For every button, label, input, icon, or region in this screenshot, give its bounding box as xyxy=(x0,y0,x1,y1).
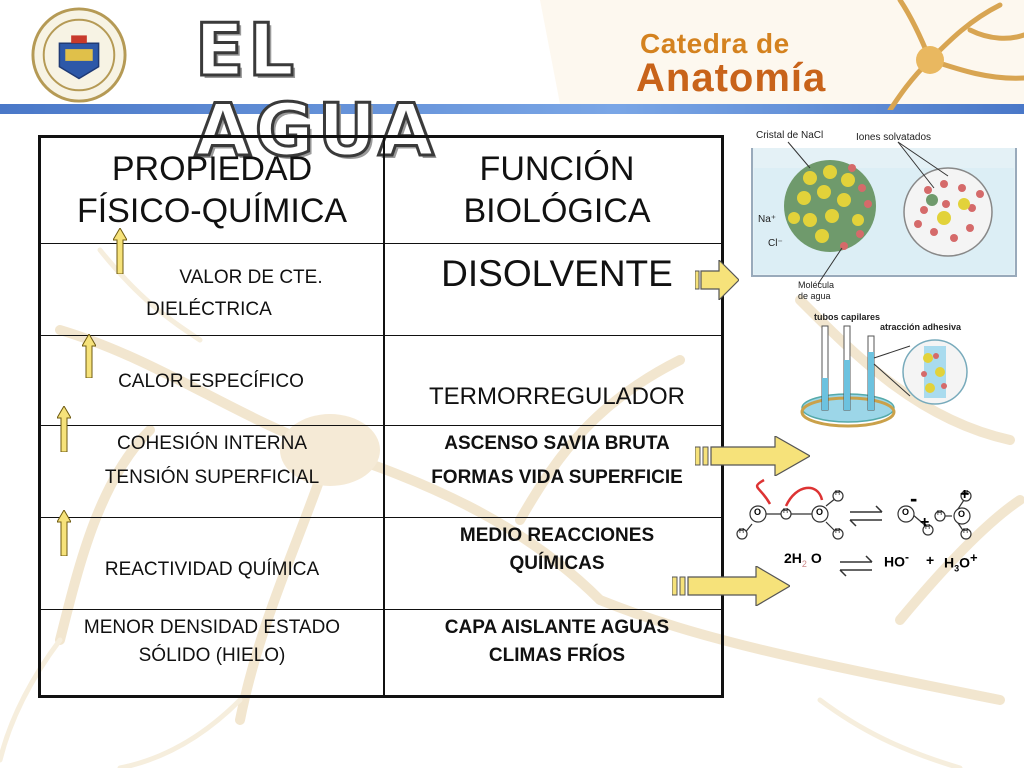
atom-h-label: H xyxy=(963,490,969,497)
property-tension: TENSIÓN SUPERFICIAL xyxy=(104,467,320,488)
up-arrow-icon xyxy=(82,334,96,378)
properties-table: PROPIEDAD FÍSICO-QUÍMICA FUNCIÓN BIOLÓGI… xyxy=(38,135,724,698)
up-arrow-icon xyxy=(113,228,127,274)
atom-h-label: H xyxy=(937,510,943,517)
reaction-h3o-sign: + xyxy=(970,550,978,565)
reaction-h3o: H3O+ xyxy=(944,550,978,573)
reaction-plus: + xyxy=(926,552,935,568)
table-row: COHESIÓN INTERNA TENSIÓN SUPERFICIAL ASC… xyxy=(41,426,721,518)
crystal-label: Cristal de NaCl xyxy=(756,130,824,141)
water-ionization-figure: O O O O H H H H H H H H - + + 2H2 O HO- … xyxy=(730,476,1020,586)
header-property: PROPIEDAD FÍSICO-QUÍMICA xyxy=(76,150,348,230)
reaction-left-sub: 2 xyxy=(801,558,807,569)
table-row: MENOR DENSIDAD ESTADO SÓLIDO (HIELO) CAP… xyxy=(41,610,721,695)
table-row: CALOR ESPECÍFICO TERMORREGULADOR xyxy=(41,336,721,426)
nacl-dissolution-figure: Cristal de NaCl Iones solvatados Na⁺ Cl⁻… xyxy=(748,128,1020,308)
adhesion-label: atracción adhesiva xyxy=(880,322,962,332)
function-capa-line2: CLIMAS FRÍOS xyxy=(488,645,626,666)
function-medio-line2: QUÍMICAS xyxy=(509,553,605,574)
property-calor: CALOR ESPECÍFICO xyxy=(118,371,304,392)
up-arrow-icon xyxy=(57,510,71,556)
atom-o-label: O xyxy=(816,507,824,517)
atom-h-label: H xyxy=(835,528,841,535)
atom-h-label: H xyxy=(739,528,745,535)
right-arrow-icon xyxy=(695,436,810,476)
na-label: Na⁺ xyxy=(758,214,777,225)
atom-h-label: H xyxy=(783,508,789,515)
header-blue-bar xyxy=(0,104,1024,114)
table-header-row: PROPIEDAD FÍSICO-QUÍMICA FUNCIÓN BIOLÓGI… xyxy=(41,138,721,244)
molecule-label-line2: de agua xyxy=(798,291,831,301)
reaction-left-h: 2H xyxy=(784,550,802,566)
plus-label: + xyxy=(960,486,970,503)
function-medio-line1: MEDIO REACCIONES xyxy=(459,525,655,546)
function-savia: ASCENSO SAVIA BRUTA xyxy=(444,433,670,454)
property-cohesion: COHESIÓN INTERNA xyxy=(116,433,308,454)
function-capa-line1: CAPA AISLANTE AGUAS xyxy=(444,617,670,638)
table-divider xyxy=(383,138,385,695)
property-densidad-line1: MENOR DENSIDAD ESTADO xyxy=(83,617,341,638)
reaction-ho-text: HO xyxy=(884,553,905,570)
atom-h-label: H xyxy=(835,490,841,497)
function-formas-vida: FORMAS VIDA SUPERFICIE xyxy=(431,467,683,488)
capillary-figure: tubos capilares atracción adhesiva xyxy=(800,312,1000,432)
header-background xyxy=(0,0,1024,104)
atom-h-label: H xyxy=(925,524,931,531)
reaction-h3o-o: O xyxy=(959,554,971,571)
anatomia-label: Anatomía xyxy=(636,56,827,100)
property-dielectric-line2: DIELÉCTRICA xyxy=(146,299,272,320)
table-row: VALOR DE CTE. DIELÉCTRICA DISOLVENTE xyxy=(41,244,721,336)
atom-o-label: O xyxy=(902,507,910,517)
catedra-label: Catedra de xyxy=(640,28,790,59)
reaction-h3o-sub: 3 xyxy=(954,563,960,574)
atom-o-label: O xyxy=(754,507,762,517)
ions-label: Iones solvatados xyxy=(856,132,932,143)
cl-label: Cl⁻ xyxy=(768,238,783,249)
property-densidad-line2: SÓLIDO (HIELO) xyxy=(138,645,286,666)
reaction-left: 2H2 O xyxy=(784,550,822,569)
ionization-illustration xyxy=(736,478,972,577)
reaction-left-o: O xyxy=(810,550,822,566)
function-disolvente: DISOLVENTE xyxy=(441,253,673,294)
header-function: FUNCIÓN BIOLÓGICA xyxy=(463,150,651,230)
page-title: EL AGUA xyxy=(194,8,438,172)
reaction-ho-sign: - xyxy=(905,550,909,564)
neuron-decoration xyxy=(887,0,1024,110)
tubes-label: tubos capilares xyxy=(814,312,881,322)
atom-o-label: O xyxy=(958,509,966,519)
property-dielectric-line1: VALOR DE CTE. xyxy=(179,267,323,288)
right-arrow-icon xyxy=(672,566,790,606)
function-termorregulador: TERMORREGULADOR xyxy=(428,383,686,410)
minus-label: - xyxy=(910,486,918,511)
table-row: REACTIVIDAD QUÍMICA MEDIO REACCIONES QUÍ… xyxy=(41,518,721,610)
reaction-ho: HO- xyxy=(884,550,909,570)
university-seal-logo xyxy=(31,7,127,103)
molecule-label-line1: Molécula xyxy=(798,280,835,290)
beaker-illustration xyxy=(751,141,1017,285)
up-arrow-icon xyxy=(57,406,71,452)
reaction-h3o-h: H xyxy=(944,554,955,571)
plus-label: + xyxy=(920,514,930,531)
atom-h-label: H xyxy=(963,528,969,535)
capillary-illustration xyxy=(800,325,968,428)
right-arrow-icon xyxy=(695,260,739,300)
property-reactividad: REACTIVIDAD QUÍMICA xyxy=(104,559,320,580)
